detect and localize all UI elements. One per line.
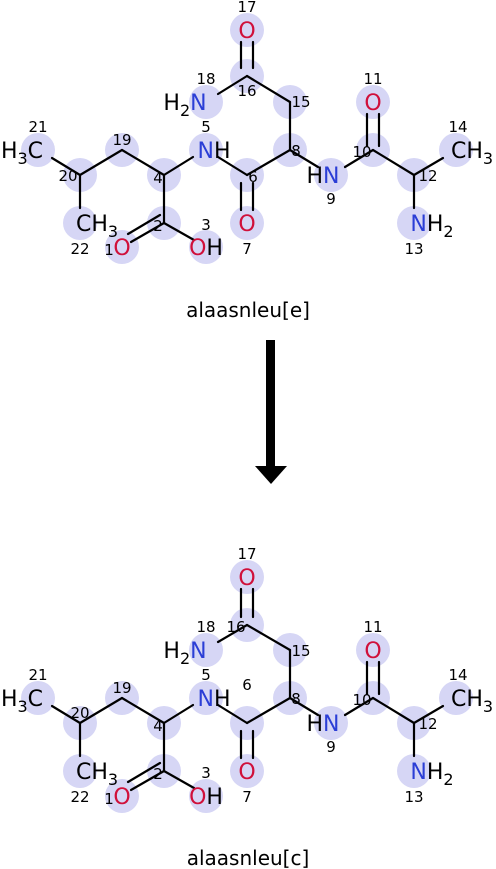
atom-labels: O O O O OH H2N NH HN NH2 H3C [1,566,493,810]
atom-o17-label: O [238,566,255,591]
atom-c14-label: CH3 [451,139,493,168]
atom-number: 3 [201,216,211,234]
atom-number: 15 [291,642,310,660]
atom-number: 12 [418,167,437,185]
atom-number: 19 [112,679,131,697]
atom-number: 15 [291,93,310,111]
atom-o11-label: O [364,639,381,664]
atom-number: 7 [242,240,252,258]
atom-n5-label: NH [197,687,230,712]
atom-number: 22 [70,240,89,258]
atom-number: 4 [153,169,163,187]
atom-o3-label: OH [189,785,223,810]
atom-labels: O O O O OH H2N NH HN NH2 H3C [1,19,493,261]
atom-number: 1 [104,241,114,259]
atom-number: 21 [28,118,47,136]
atom-n13-label: NH2 [410,760,453,789]
atom-number: 22 [70,788,89,806]
atom-number: 14 [448,118,467,136]
atom-number: 8 [291,690,301,708]
atom-number: 3 [201,764,211,782]
atom-numbers: 1 2 3 4 5 6 7 8 9 10 11 12 13 14 15 16 1… [28,0,467,259]
reactant-name: alaasnleu[e] [186,298,310,322]
atom-number: 21 [28,666,47,684]
atom-c21-label: H3C [1,139,43,168]
atom-number: 6 [242,676,252,694]
atom-n18-label: H2N [163,91,206,120]
atom-number: 10 [352,143,371,161]
atom-number: 20 [70,704,89,722]
atom-number: 20 [58,167,77,185]
atom-number: 17 [237,0,256,16]
atom-o7-label: O [238,760,255,785]
atom-number: 16 [226,618,245,636]
product-name: alaasnleu[c] [187,846,310,869]
atom-number: 2 [153,765,163,783]
atom-o17-label: O [238,19,255,44]
reactant-molecule: O O O O OH H2N NH HN NH2 H3C [1,0,493,322]
atom-number: 1 [104,790,114,808]
atom-number: 11 [363,618,382,636]
atom-numbers: 1 2 3 4 5 6 7 8 9 10 11 12 13 14 15 16 1… [28,545,467,808]
atom-number: 10 [352,691,371,709]
product-molecule: O O O O OH H2N NH HN NH2 H3C [1,545,493,869]
bonds [50,587,445,792]
reaction-arrow [255,340,287,484]
atom-o1-label: O [113,236,130,261]
atom-n5-label: NH [197,139,230,164]
atom-number: 17 [237,545,256,563]
atom-o1-label: O [113,785,130,810]
atom-number: 9 [326,738,336,756]
atom-o11-label: O [364,91,381,116]
atom-number: 9 [326,190,336,208]
atom-number: 8 [291,142,301,160]
atom-number: 14 [448,666,467,684]
atom-number: 6 [248,168,258,186]
atom-number: 16 [237,82,256,100]
atom-n9-label: HN [306,164,339,189]
atom-number: 18 [196,70,215,88]
atom-number: 12 [418,715,437,733]
atom-number: 19 [112,131,131,149]
atom-o7-label: O [238,212,255,237]
atom-n13-label: NH2 [410,212,453,241]
atom-number: 18 [196,618,215,636]
atom-n18-label: H2N [163,639,206,668]
atom-number: 7 [242,788,252,806]
atom-number: 11 [363,70,382,88]
atom-number: 13 [404,240,423,258]
atom-n9-label: HN [306,712,339,737]
bonds [50,40,445,244]
atom-number: 5 [201,118,211,136]
atom-number: 4 [153,717,163,735]
atom-c22-label: CH3 [76,760,118,789]
atom-c21-label: H3C [1,687,43,716]
atom-number: 2 [153,217,163,235]
atom-number: 13 [404,788,423,806]
atom-number: 5 [201,666,211,684]
atom-c14-label: CH3 [451,687,493,716]
atom-c22-label: CH3 [76,212,118,241]
atom-o3-label: OH [189,236,223,261]
